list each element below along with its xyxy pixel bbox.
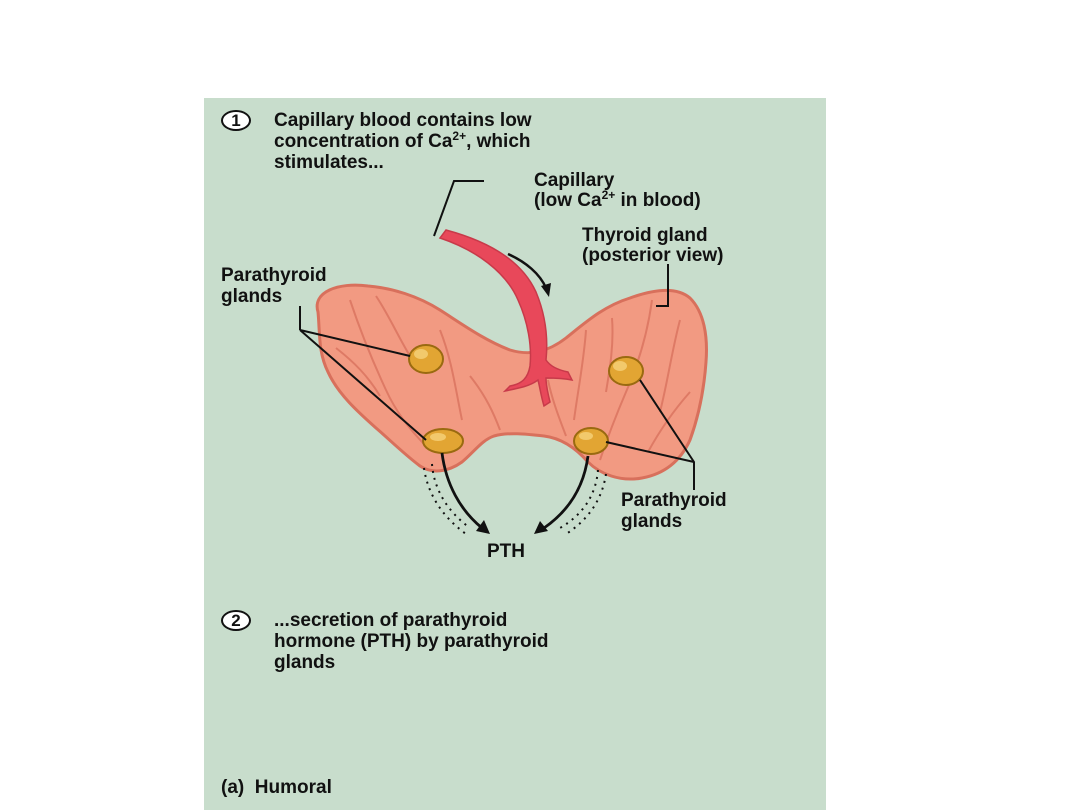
parathyroid-left-label-line-2: glands xyxy=(221,286,283,307)
flow-arrow xyxy=(507,252,548,289)
step-1-line-3: stimulates... xyxy=(274,152,384,173)
parathyroid-gland-upper-left xyxy=(408,344,444,374)
step-2-line-2: hormone (PTH) by parathyroid xyxy=(274,631,549,652)
step-2-line-1: ...secretion of parathyroid xyxy=(274,610,508,631)
parathyroid-gland-lower-right xyxy=(573,427,609,455)
parathyroid-gland-upper-right xyxy=(608,356,644,386)
pth-label: PTH xyxy=(487,541,525,562)
step-1-line-1: Capillary blood contains low xyxy=(274,110,532,131)
gland-highlights xyxy=(414,349,627,441)
flow-arrow-head xyxy=(541,283,551,297)
step-2-number: 2 xyxy=(231,611,241,630)
pth-arrow-head-right xyxy=(534,521,548,534)
capillary-vessel xyxy=(438,229,574,408)
thyroid-label-line-1: Thyroid gland xyxy=(582,225,708,246)
pth-dotted-trails xyxy=(423,463,607,535)
step-1-number-circle: 1 xyxy=(221,110,251,131)
parathyroid-gland-lower-left xyxy=(422,428,464,454)
thyroid-texture xyxy=(335,295,691,461)
thyroid-label-line-2: (posterior view) xyxy=(582,245,724,266)
pth-arrows xyxy=(440,452,590,530)
leader-lines xyxy=(299,180,695,490)
step-1-line-2: concentration of Ca2+, which xyxy=(274,129,531,152)
parathyroid-right-label-line-1: Parathyroid xyxy=(621,490,727,511)
capillary-label-line-1: Capillary xyxy=(534,170,615,191)
pth-arrow-head-left xyxy=(476,520,490,534)
capillary-label-line-2: (low Ca2+ in blood) xyxy=(534,188,701,211)
step-1-number: 1 xyxy=(231,111,241,130)
parathyroid-right-label-line-2: glands xyxy=(621,511,683,532)
parathyroid-gland-glands xyxy=(408,344,644,455)
figure-panel xyxy=(204,98,826,810)
step-2-number-circle: 2 xyxy=(221,610,251,631)
parathyroid-left-label-line-1: Parathyroid xyxy=(221,265,327,286)
step-2-line-3: glands xyxy=(274,652,336,673)
figure-caption: (a) Humoral xyxy=(221,777,332,798)
